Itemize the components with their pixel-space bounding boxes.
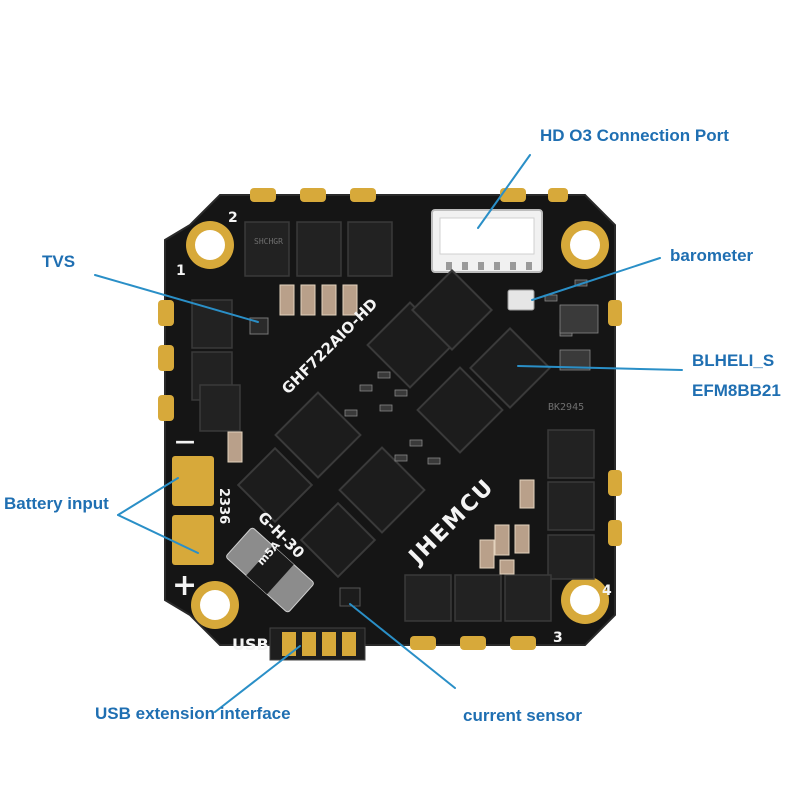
- silk-motor-2: 2: [228, 210, 238, 226]
- pointer-battery-a: [117, 477, 179, 516]
- current-sensor-chip: [339, 587, 361, 607]
- label-barometer: barometer: [670, 246, 754, 265]
- pointer-hd-port: [477, 154, 531, 229]
- edge-pads: [158, 188, 622, 650]
- label-tvs: TVS: [42, 252, 76, 271]
- pointer-lines: [94, 154, 683, 713]
- label-usb-extension: USB extension interface: [95, 704, 291, 723]
- chip-text-top: SHCHGR: [254, 237, 283, 246]
- silk-motor-1: 1: [176, 263, 186, 279]
- label-battery-input: Battery input: [4, 494, 109, 513]
- pointer-usb: [214, 645, 301, 713]
- pointer-current-sensor: [349, 603, 456, 689]
- silk-minus: —: [175, 429, 195, 453]
- mounting-holes: [186, 221, 609, 629]
- chip-text-right: BK2945: [548, 402, 584, 413]
- silk-motor-4: 4: [602, 583, 612, 599]
- label-blheli-line2: EFM8BB21: [692, 381, 781, 400]
- hd-o3-connector: [431, 209, 543, 273]
- pointer-blheli: [517, 365, 683, 371]
- silk-date-code: 2336: [216, 488, 231, 524]
- usb-connector: [269, 627, 366, 661]
- battery-pads: [172, 456, 214, 565]
- silk-usb: USB: [232, 635, 269, 654]
- barometer-chip: [507, 289, 535, 311]
- current-shunt: [226, 527, 314, 613]
- pointer-barometer: [531, 257, 661, 301]
- capacitors: [227, 284, 535, 575]
- diagonal-chips: [236, 268, 552, 579]
- label-hd-o3-port: HD O3 Connection Port: [540, 126, 729, 145]
- mosfets: [191, 221, 595, 622]
- label-current-sensor: current sensor: [463, 706, 583, 725]
- silk-motor-3: 3: [553, 630, 563, 646]
- silk-plus: +: [172, 568, 197, 603]
- label-blheli-line1: BLHELI_S: [692, 351, 775, 370]
- pointer-battery-b: [117, 514, 199, 554]
- pointer-tvs: [94, 274, 259, 323]
